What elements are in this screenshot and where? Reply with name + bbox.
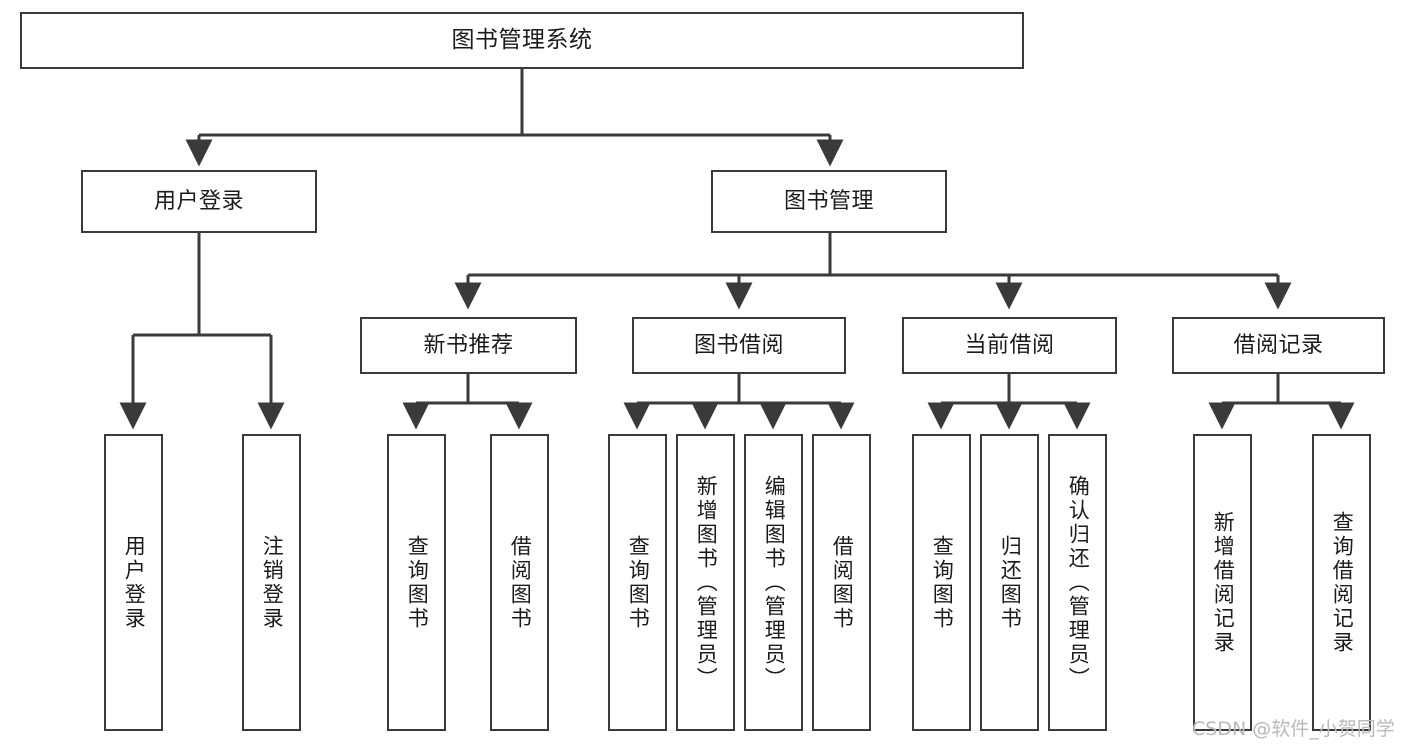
- leaf-query-borrow-record[interactable]: 查询借阅记录: [1312, 434, 1371, 731]
- node-label: 新增图书（管理员）: [694, 474, 719, 691]
- node-borrow-record[interactable]: 借阅记录: [1172, 317, 1385, 374]
- node-root-book-management-system[interactable]: 图书管理系统: [20, 12, 1024, 69]
- node-label: 当前借阅: [964, 332, 1055, 358]
- node-label: 查询图书: [626, 534, 651, 631]
- node-label: 确认归还（管理员）: [1066, 474, 1091, 691]
- node-label: 借阅图书: [830, 534, 855, 631]
- leaf-query-book-borrow[interactable]: 查询图书: [608, 434, 667, 731]
- node-new-book-recommend[interactable]: 新书推荐: [360, 317, 577, 374]
- leaf-add-book-admin[interactable]: 新增图书（管理员）: [676, 434, 735, 731]
- node-label: 借阅图书: [508, 534, 533, 631]
- node-label: 注销登录: [260, 534, 285, 631]
- node-book-management[interactable]: 图书管理: [711, 170, 947, 233]
- node-label: 图书管理: [783, 188, 874, 214]
- node-label: 图书管理系统: [451, 26, 593, 53]
- leaf-borrow-book-recommend[interactable]: 借阅图书: [490, 434, 549, 731]
- node-label: 查询图书: [405, 534, 430, 631]
- leaf-add-borrow-record[interactable]: 新增借阅记录: [1193, 434, 1252, 731]
- leaf-return-book[interactable]: 归还图书: [980, 434, 1039, 731]
- node-label: 图书借阅: [693, 332, 784, 358]
- node-label: 查询借阅记录: [1330, 510, 1355, 655]
- leaf-borrow-book[interactable]: 借阅图书: [812, 434, 871, 731]
- node-label: 用户登录: [153, 188, 244, 214]
- node-label: 新增借阅记录: [1211, 510, 1236, 655]
- leaf-logout-login[interactable]: 注销登录: [242, 434, 301, 731]
- leaf-edit-book-admin[interactable]: 编辑图书（管理员）: [744, 434, 803, 731]
- node-label: 归还图书: [998, 534, 1023, 631]
- node-label: 用户登录: [122, 534, 147, 631]
- node-label: 查询图书: [930, 534, 955, 631]
- leaf-confirm-return-admin[interactable]: 确认归还（管理员）: [1048, 434, 1107, 731]
- csdn-watermark: CSDN @软件_小贺同学: [1192, 714, 1395, 741]
- watermark-text: CSDN @软件_小贺同学: [1192, 718, 1395, 740]
- leaf-user-login[interactable]: 用户登录: [104, 434, 163, 731]
- node-label: 借阅记录: [1233, 332, 1324, 358]
- leaf-query-book-recommend[interactable]: 查询图书: [387, 434, 446, 731]
- node-current-borrow[interactable]: 当前借阅: [902, 317, 1117, 374]
- node-book-borrow[interactable]: 图书借阅: [632, 317, 846, 374]
- node-label: 新书推荐: [423, 332, 514, 358]
- node-label: 编辑图书（管理员）: [762, 474, 787, 691]
- leaf-query-book-current[interactable]: 查询图书: [912, 434, 971, 731]
- node-user-login[interactable]: 用户登录: [81, 170, 317, 233]
